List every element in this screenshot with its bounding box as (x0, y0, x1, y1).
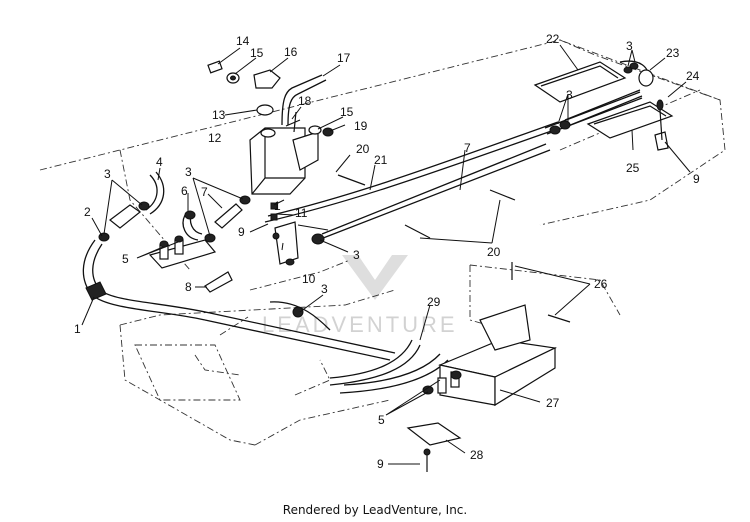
watermark-text: LEADVENTURE (262, 312, 458, 337)
bolts (337, 99, 664, 472)
bracket-27 (422, 304, 558, 407)
chassis-outline (39, 39, 726, 446)
leader-lines (81, 44, 691, 465)
callout-20b: 20 (487, 245, 501, 259)
callout-3b: 3 (185, 165, 192, 179)
callout-15b: 15 (340, 105, 354, 119)
callout-labels: 1 2 3 4 5 6 7 3 8 9 1 11 10 12 13 14 15 … (74, 32, 700, 471)
callout-20: 20 (356, 142, 370, 156)
callout-1b: 1 (274, 199, 281, 213)
callout-4: 4 (156, 155, 163, 169)
oil-reservoir (249, 74, 327, 195)
left-hoses (82, 171, 251, 321)
callout-3f: 3 (566, 88, 573, 102)
callout-3d: 3 (321, 282, 328, 296)
clip-8 (204, 271, 233, 293)
callout-6: 6 (181, 184, 188, 198)
callout-23: 23 (666, 46, 680, 60)
callout-1: 1 (74, 322, 81, 336)
hose-29 (329, 339, 449, 394)
callout-2: 2 (84, 205, 91, 219)
callout-9b: 9 (693, 172, 700, 186)
mount-bracket (270, 202, 299, 266)
callout-16: 16 (284, 45, 298, 59)
callout-15: 15 (250, 46, 264, 60)
callout-9: 9 (238, 225, 245, 239)
callout-14: 14 (236, 34, 250, 48)
callout-17: 17 (337, 51, 351, 65)
callout-27: 27 (546, 396, 560, 410)
callout-3: 3 (104, 167, 111, 181)
callout-8: 8 (185, 280, 192, 294)
footer-credit: Rendered by LeadVenture, Inc. (282, 503, 468, 517)
callout-19: 19 (354, 119, 368, 133)
callout-3e: 3 (626, 39, 633, 53)
cooling-tubes (264, 89, 643, 245)
cap-parts (207, 60, 334, 137)
heat-exchangers (533, 60, 674, 151)
callout-11: 11 (295, 206, 308, 220)
callout-5b: 5 (378, 413, 385, 427)
left-bracket (148, 235, 217, 269)
callout-24: 24 (686, 69, 700, 83)
callout-12: 12 (208, 131, 222, 145)
callout-29: 29 (427, 295, 441, 309)
callout-9c: 9 (377, 457, 384, 471)
callout-18: 18 (298, 94, 312, 108)
callout-26: 26 (594, 277, 608, 291)
callout-10: 10 (302, 272, 316, 286)
callout-28: 28 (470, 448, 484, 462)
callout-5: 5 (122, 252, 129, 266)
callout-21: 21 (374, 153, 388, 167)
callout-22: 22 (546, 32, 560, 46)
plate-28 (406, 422, 462, 446)
callout-3c: 3 (353, 248, 360, 262)
callout-13: 13 (212, 108, 226, 122)
lower-tube (204, 301, 396, 361)
callout-7: 7 (201, 185, 208, 199)
callout-7b: 7 (464, 141, 471, 155)
callout-25: 25 (626, 161, 640, 175)
